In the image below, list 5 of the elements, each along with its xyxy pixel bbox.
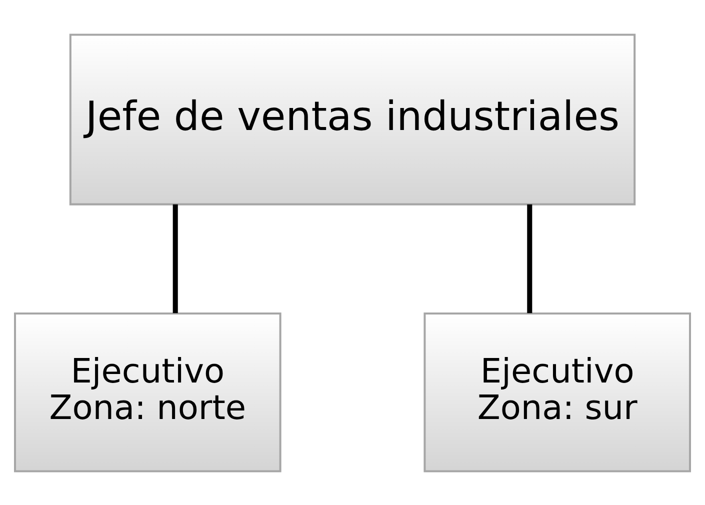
connector: [172, 204, 178, 313]
connector: [527, 204, 532, 313]
node-box: Ejecutivo Zona: norte: [14, 312, 282, 472]
node-box: Jefe de ventas industriales: [69, 33, 636, 205]
node-box: Ejecutivo Zona: sur: [424, 312, 691, 472]
